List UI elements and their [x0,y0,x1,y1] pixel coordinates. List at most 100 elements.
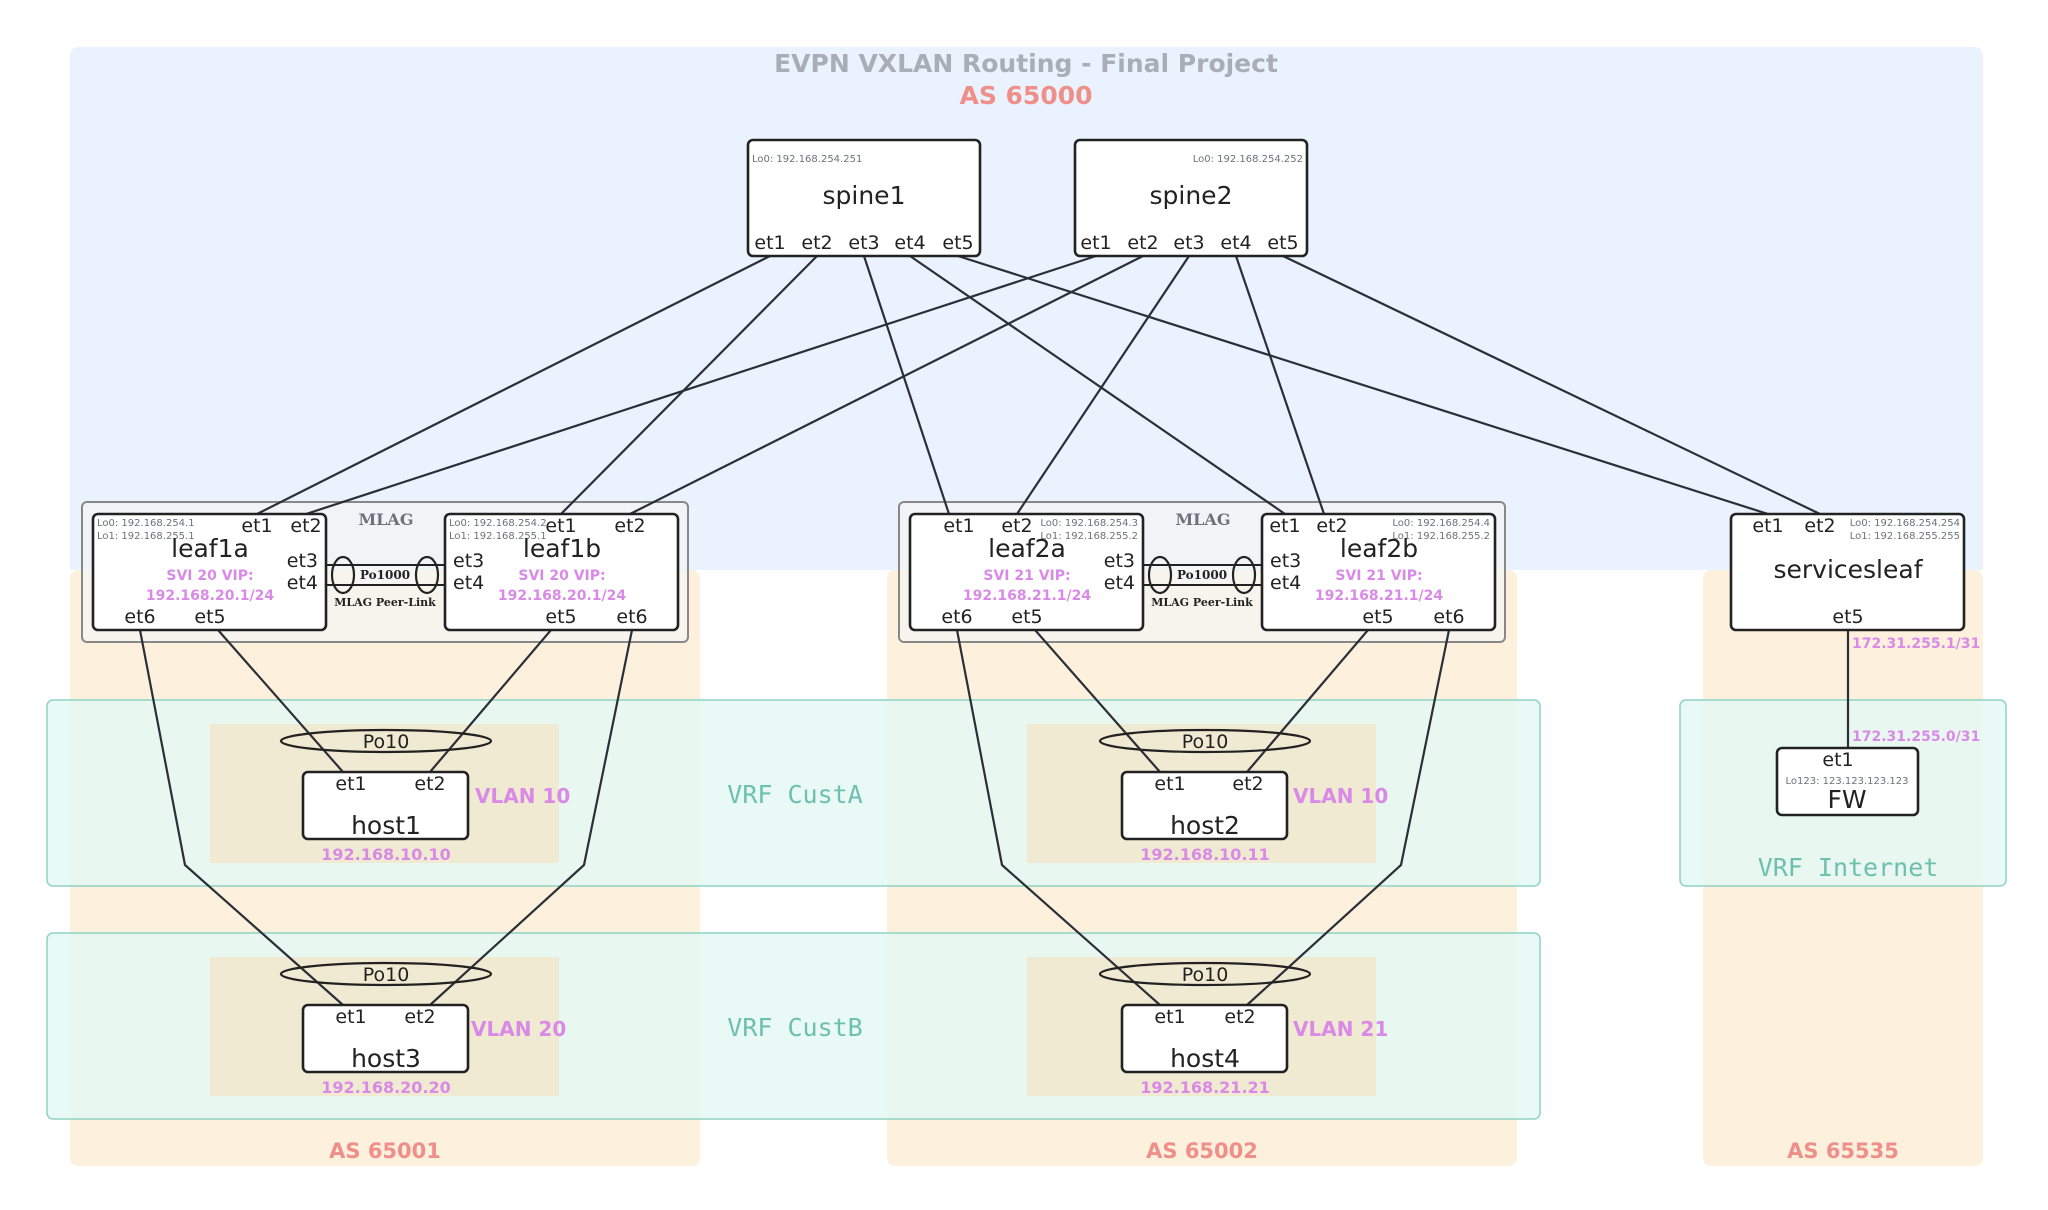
servicesleaf-uplink-ip: 172.31.255.1/31 [1852,636,1980,652]
leaf1a-lo1: Lo1: 192.168.255.1 [97,531,195,542]
leaf1a-port-et5: et5 [194,606,225,628]
leaf2b-lo1: Lo1: 192.168.255.2 [1392,531,1490,542]
leaf2a-lo1: Lo1: 192.168.255.2 [1040,531,1138,542]
diagram-title: EVPN VXLAN Routing - Final Project [774,49,1278,78]
host3-port-et2: et2 [404,1006,435,1028]
leaf2b-port-et5: et5 [1362,606,1393,628]
host2-po10-label: Po10 [1182,731,1229,753]
leaf2a-svi-label: SVI 21 VIP: [983,568,1070,584]
leaf1b-device[interactable]: Lo0: 192.168.254.2 Lo1: 192.168.255.1 le… [443,512,680,632]
leaf2b-name: leaf2b [1340,534,1418,563]
leaf2b-port-et3: et3 [1270,550,1301,572]
spine1-port-et2: et2 [801,232,832,254]
peer-link-1-po: Po1000 [360,568,410,582]
leaf2a-port-et6: et6 [941,606,972,628]
leaf2a-lo0: Lo0: 192.168.254.3 [1040,518,1138,529]
leaf2b-device[interactable]: Lo0: 192.168.254.4 Lo1: 192.168.255.2 le… [1260,512,1497,632]
spine1-lo0: Lo0: 192.168.254.251 [752,154,862,165]
leaf1a-device[interactable]: Lo0: 192.168.254.1 Lo1: 192.168.255.1 le… [91,512,328,632]
leaf1b-port-et2: et2 [614,515,645,537]
link-leaf2a-host4 [955,629,1161,1006]
spine1-device[interactable]: Lo0: 192.168.254.251 spine1 et1 et2 et3 … [746,138,982,258]
mlag1-label: MLAG [358,510,413,529]
host2-ip: 192.168.10.11 [1140,845,1270,864]
peer-link-1: Po1000 MLAG Peer-Link [326,555,445,609]
host2-device[interactable]: et1 et2 host2 [1120,770,1289,841]
host1-device[interactable]: et1 et2 host1 [301,770,470,841]
leaf2b-lo0: Lo0: 192.168.254.4 [1392,518,1490,529]
as65000-zone [70,47,1983,569]
leaf1a-port-et2: et2 [290,515,321,537]
as65002-label: AS 65002 [1146,1139,1258,1163]
host3-device[interactable]: et1 et2 host3 [301,1003,470,1074]
host4-port-et1: et1 [1154,1006,1185,1028]
host4-device[interactable]: et1 et2 host4 [1120,1003,1289,1074]
fw-lo123: Lo123: 123.123.123.123 [1785,776,1908,787]
vrf-internet-label: VRF Internet [1758,853,1939,882]
link-spine2-leaf2a [1016,255,1190,515]
leaf2b-port-et6: et6 [1433,606,1464,628]
link-spine1-leaf1a [256,255,771,515]
host1-port-et2: et2 [414,773,445,795]
servicesleaf-name: servicesleaf [1773,555,1923,584]
leaf1b-port-et3: et3 [453,550,484,572]
vrf-custa-label: VRF CustA [727,780,862,809]
host4-po10-ellipse [1098,961,1312,987]
leaf2a-device[interactable]: Lo0: 192.168.254.3 Lo1: 192.168.255.2 le… [908,512,1145,632]
spine2-port-et2: et2 [1127,232,1158,254]
peer-link-1-label: MLAG Peer-Link [334,596,436,609]
host3-port-et1: et1 [335,1006,366,1028]
host2-name: host2 [1170,811,1240,840]
as65001-label: AS 65001 [329,1139,441,1163]
link-leaf2b-host2 [1246,629,1369,773]
host1-vlan: VLAN 10 [475,784,570,808]
vrf-custb-label: VRF CustB [727,1013,862,1042]
leaf2a-svi-ip: 192.168.21.1/24 [963,588,1091,604]
link-spine2-leaf1a [305,254,1097,516]
spine2-port-et3: et3 [1173,232,1204,254]
leaf2b-port-et2: et2 [1316,515,1347,537]
link-spine1-leaf2b [909,255,1286,515]
leaf1b-port-et5: et5 [545,606,576,628]
host1-po10-label: Po10 [363,731,410,753]
peer-link-2-label: MLAG Peer-Link [1151,596,1253,609]
leaf2a-port-et1: et1 [943,515,974,537]
host2-po10-ellipse [1098,728,1312,754]
spine1-port-et3: et3 [848,232,879,254]
spine1-port-et5: et5 [942,232,973,254]
spine1-name: spine1 [823,181,906,210]
spine2-lo0: Lo0: 192.168.254.252 [1193,154,1303,165]
link-leaf1b-host1 [429,629,552,773]
leaf1b-name: leaf1b [523,534,601,563]
link-spine1-leaf2a [862,255,951,515]
spine2-device[interactable]: Lo0: 192.168.254.252 spine2 et1 et2 et3 … [1073,138,1309,258]
fw-name: FW [1827,785,1866,814]
host1-po10-ellipse [279,728,493,754]
host3-vlan: VLAN 20 [471,1017,566,1041]
host1-port-et1: et1 [335,773,366,795]
host2-port-et2: et2 [1232,773,1263,795]
link-spine2-leaf2b [1234,255,1326,515]
leaf2a-port-et3: et3 [1104,550,1135,572]
leaf2b-port-et1: et1 [1269,515,1300,537]
host4-name: host4 [1170,1044,1240,1073]
link-spine2-leaf1b [629,255,1144,515]
leaf2a-port-et2: et2 [1001,515,1032,537]
fw-device[interactable]: et1 Lo123: 123.123.123.123 FW [1775,746,1920,817]
host4-ip: 192.168.21.21 [1140,1078,1270,1097]
peer-link-2-po: Po1000 [1177,568,1227,582]
spine2-name: spine2 [1150,181,1233,210]
leaf1a-lo0: Lo0: 192.168.254.1 [97,518,195,529]
host3-ip: 192.168.20.20 [321,1078,451,1097]
leaf2a-name: leaf2a [988,534,1066,563]
link-leaf1a-host1 [217,629,344,773]
leaf1b-svi-ip: 192.168.20.1/24 [498,588,626,604]
servicesleaf-device[interactable]: Lo0: 192.168.254.254 Lo1: 192.168.255.25… [1729,512,1966,632]
servicesleaf-port-et1: et1 [1752,515,1783,537]
host2-vlan: VLAN 10 [1293,784,1388,808]
spine1-port-et1: et1 [754,232,785,254]
host3-name: host3 [351,1044,421,1073]
leaf1a-port-et1: et1 [241,515,272,537]
servicesleaf-port-et5: et5 [1832,606,1863,628]
